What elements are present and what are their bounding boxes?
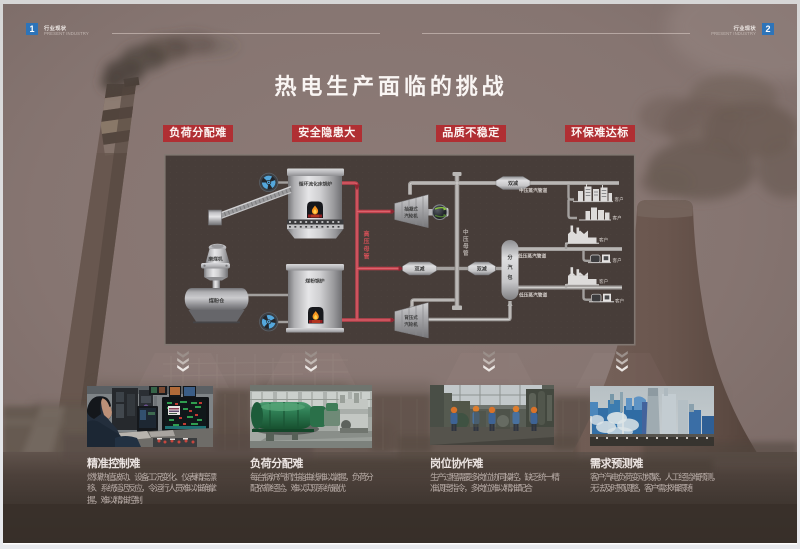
svg-text:循环流化床锅炉: 循环流化床锅炉 xyxy=(299,181,333,188)
svg-text:压: 压 xyxy=(463,235,469,243)
svg-text:客户: 客户 xyxy=(613,257,622,264)
svg-text:客户: 客户 xyxy=(599,237,608,244)
svg-text:客户: 客户 xyxy=(615,196,624,203)
svg-text:中: 中 xyxy=(463,228,469,236)
svg-text:双减: 双减 xyxy=(414,266,424,273)
svg-text:低压蒸汽管道: 低压蒸汽管道 xyxy=(517,252,546,259)
svg-text:母: 母 xyxy=(363,245,369,253)
svg-text:管: 管 xyxy=(363,253,369,261)
svg-text:双减: 双减 xyxy=(477,266,487,273)
svg-text:母: 母 xyxy=(463,242,469,250)
svg-text:管: 管 xyxy=(463,249,469,257)
svg-text:双减: 双减 xyxy=(508,180,518,187)
svg-text:压: 压 xyxy=(363,238,369,246)
svg-text:分: 分 xyxy=(507,254,512,261)
svg-text:客户: 客户 xyxy=(615,298,624,305)
svg-text:煤粉仓: 煤粉仓 xyxy=(209,297,225,305)
svg-text:客户: 客户 xyxy=(599,278,608,285)
svg-text:低压蒸汽管道: 低压蒸汽管道 xyxy=(518,292,547,299)
svg-text:客户: 客户 xyxy=(613,214,622,221)
svg-text:汽轮机: 汽轮机 xyxy=(404,321,418,328)
svg-text:抽凝式: 抽凝式 xyxy=(404,206,418,213)
svg-text:中压蒸汽管道: 中压蒸汽管道 xyxy=(519,187,547,194)
svg-text:煤粉锅炉: 煤粉锅炉 xyxy=(305,278,324,285)
svg-text:包: 包 xyxy=(507,274,512,281)
svg-text:高: 高 xyxy=(363,230,369,238)
svg-text:汽: 汽 xyxy=(507,264,512,271)
svg-text:汽轮机: 汽轮机 xyxy=(404,213,418,220)
svg-text:背压式: 背压式 xyxy=(404,314,418,321)
svg-text:磨煤机: 磨煤机 xyxy=(207,256,223,263)
